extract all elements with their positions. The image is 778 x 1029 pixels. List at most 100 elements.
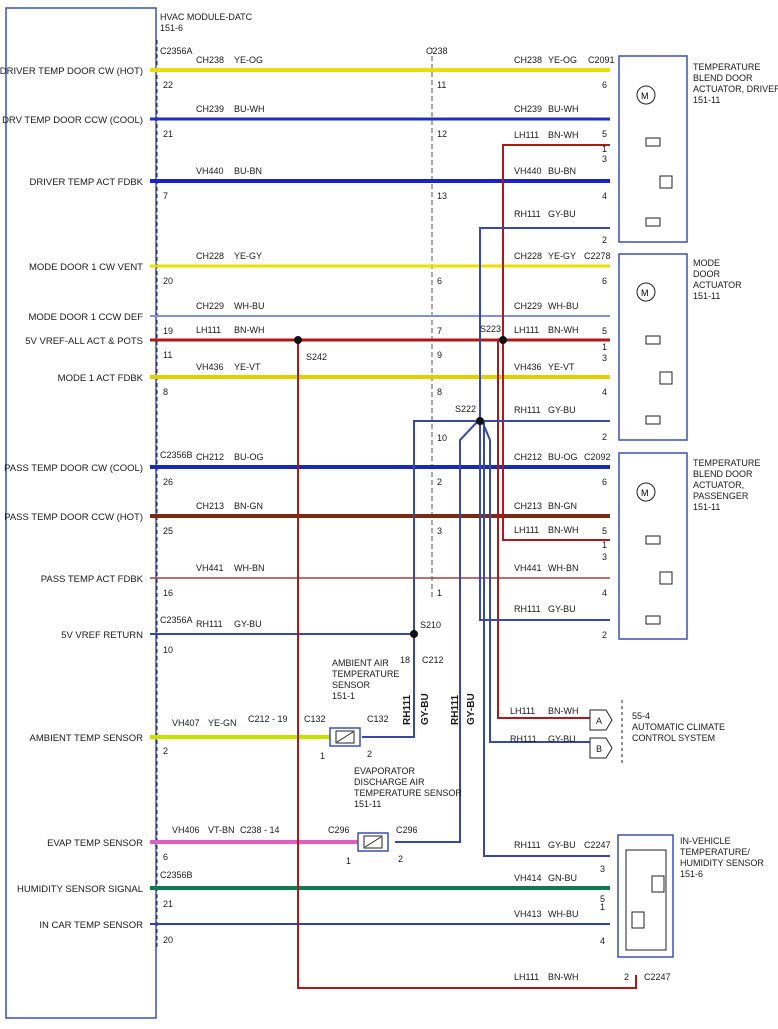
iv-pin-5: 5 [600, 894, 605, 904]
d-pin-1: 1 [602, 144, 607, 154]
inline-pin-12: 12 [437, 129, 447, 139]
main-wires [150, 68, 610, 925]
splice-branches [297, 144, 637, 989]
lh111-branch-pass [502, 340, 610, 541]
act-driver-line1: TEMPERATURE [693, 62, 760, 72]
conn-c2091: C2091 [588, 55, 615, 65]
conn-c2356a-mid: C2356A [160, 615, 193, 625]
iv-vh414: VH414 [514, 873, 542, 883]
module-ref: 151-6 [160, 23, 183, 33]
actuator-pass-box [618, 452, 688, 640]
ambient-pin-2: 2 [367, 749, 372, 759]
ambient-pin-1: 1 [320, 751, 325, 761]
inline-pin-7: 7 [437, 326, 442, 336]
m-pin-1: 1 [602, 342, 607, 352]
vert-rh111-a: RH111 [402, 695, 413, 725]
circ-vh441: VH441 [196, 563, 224, 573]
thermistor-slash [336, 731, 354, 743]
splice-label-s223: S223 [480, 324, 501, 334]
r-p-lh111: LH111 [514, 525, 539, 535]
iv-bottom-pin-2: 2 [624, 972, 629, 982]
label-drv-temp-ccw: DRV TEMP DOOR CCW (COOL) [2, 115, 143, 126]
m-pin-6: 6 [602, 276, 607, 286]
right-labels-driver: CH238 YE-OG CH239 BU-WH LH111 BN-WH VH44… [514, 55, 615, 245]
m-pin-4: 4 [602, 387, 607, 397]
evap-inline-ref: C238 - 14 [240, 825, 280, 835]
ambient-conn-left: C132 [304, 714, 326, 724]
p-pin-6: 6 [602, 477, 607, 487]
r-m-ye-gy: YE-GY [548, 251, 576, 261]
label-mode-cw-vent: MODE DOOR 1 CW VENT [29, 262, 143, 273]
invehicle-sensor: IN-VEHICLE TEMPERATURE/ HUMIDITY SENSOR … [514, 834, 764, 982]
r-m-ch229: CH229 [514, 301, 542, 311]
iv-vh413: VH413 [514, 909, 542, 919]
evap-sensor: EVAPORATOR DISCHARGE AIR TEMPERATURE SEN… [240, 766, 462, 866]
rh111-branch-invehicle [483, 421, 610, 857]
code-ye-gn: YE-GN [208, 718, 237, 728]
p-pin-1: 1 [602, 540, 607, 550]
d-pin-6: 6 [602, 80, 607, 90]
evap-conn-left: C296 [328, 825, 350, 835]
pin-8: 8 [163, 387, 168, 397]
iv-gn-bu: GN-BU [548, 873, 577, 883]
r-d-vh440: VH440 [514, 166, 542, 176]
pin-19: 19 [163, 326, 173, 336]
actuator-mode: M MODE DOOR ACTUATOR 151-11 [618, 253, 742, 441]
evap-line3: TEMPERATURE SENSOR [354, 788, 462, 798]
iv-bottom-conn: C2247 [644, 972, 671, 982]
p-pin-2: 2 [602, 630, 607, 640]
acc-a-code: BN-WH [548, 706, 579, 716]
act-pass-line1: TEMPERATURE [693, 458, 760, 468]
act-pass-line2: BLEND DOOR [693, 469, 753, 479]
evap-line4: 151-11 [354, 799, 381, 809]
m-pin-3: 3 [602, 353, 607, 363]
acc-title-line1: 55-4 [632, 711, 650, 721]
acc-terminal-a [589, 709, 613, 731]
right-labels-mode: CH228 YE-GY CH229 WH-BU LH111 BN-WH VH43… [514, 251, 611, 442]
label-ambient-temp: AMBIENT TEMP SENSOR [30, 733, 144, 744]
motor-icon [636, 482, 656, 502]
iv-wh-bu: WH-BU [548, 909, 579, 919]
pin-2: 2 [163, 746, 168, 756]
invehicle-inner [625, 849, 667, 951]
actuator-driver: M TEMPERATURE BLEND DOOR ACTUATOR, DRIVE… [618, 55, 778, 243]
resistor-icon [645, 335, 661, 345]
pin-7: 7 [163, 191, 168, 201]
ambient-sensor: AMBIENT AIR TEMPERATURE SENSOR 151-1 C13… [248, 655, 444, 761]
ambient-line2: TEMPERATURE [332, 669, 399, 679]
label-mode-fdbk: MODE 1 ACT FDBK [58, 373, 144, 384]
label-mode-ccw-def: MODE DOOR 1 CCW DEF [28, 312, 143, 323]
circ-vh440: VH440 [196, 166, 224, 176]
act-pass-line4: PASSENGER [693, 491, 749, 501]
r-m-lh111: LH111 [514, 325, 539, 335]
rh111-branch-pass [479, 421, 610, 621]
label-pass-temp-cw: PASS TEMP DOOR CW (COOL) [4, 463, 143, 474]
inline-pin-13: 13 [437, 191, 447, 201]
circ-ch229: CH229 [196, 301, 224, 311]
r-p-vh441: VH441 [514, 563, 542, 573]
conn-c2356b-low: C2356B [160, 870, 193, 880]
pin-26: 26 [163, 477, 173, 487]
pin-20: 20 [163, 276, 173, 286]
label-driver-temp-cw: DRIVER TEMP DOOR CW (HOT) [0, 66, 143, 77]
evap-pin-2: 2 [398, 854, 403, 864]
conn-c2356a-top: C2356A [160, 46, 193, 56]
d-pin-2: 2 [602, 235, 607, 245]
r-d-bu-wh: BU-WH [548, 104, 579, 114]
m-pin-2: 2 [602, 432, 607, 442]
motor-letter: M [641, 288, 649, 298]
inline-pin-2: 2 [437, 477, 442, 487]
lh111-branch-acc [497, 340, 590, 719]
vertical-labels: RH111 GY-BU RH111 GY-BU [402, 693, 477, 725]
conn-c2356b: C2356B [160, 450, 193, 460]
evap-line1: EVAPORATOR [354, 766, 416, 776]
module-pin-numbers: 22 21 7 20 19 11 8 26 25 16 10 2 6 21 20 [163, 80, 173, 945]
thermistor-icon [631, 911, 645, 929]
inline-pin-6: 6 [437, 276, 442, 286]
resistor-icon [645, 217, 661, 227]
r-m-rh111: RH111 [514, 405, 541, 415]
r-m-vh436: VH436 [514, 362, 542, 372]
act-mode-line1: MODE [693, 258, 720, 268]
label-in-car-temp: IN CAR TEMP SENSOR [39, 920, 143, 931]
